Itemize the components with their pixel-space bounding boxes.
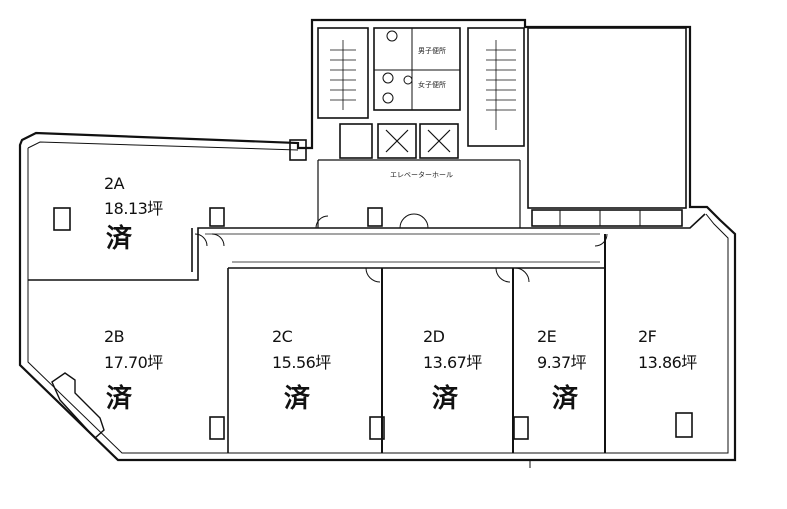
- building-outline: [18, 18, 737, 462]
- equipment-strip-divs: [559, 210, 641, 226]
- elevator-2-cross: [427, 129, 451, 153]
- toilet-block: [373, 27, 461, 111]
- unit-2b-id: 2B: [104, 327, 125, 346]
- unit-2e-status: 済: [552, 384, 578, 414]
- unit-2a-id: 2A: [104, 174, 125, 193]
- corridor-inner: [205, 233, 600, 263]
- unit-2c-id: 2C: [272, 327, 293, 346]
- toilet-divider: [374, 28, 460, 110]
- door-2a: [211, 233, 225, 247]
- door-2b: [194, 233, 208, 247]
- unit-2f-id: 2F: [638, 327, 657, 346]
- hall-door-swing: [399, 213, 429, 229]
- elevator-1-cross: [385, 129, 409, 153]
- toilet-fixture: [382, 92, 394, 104]
- stair-right: [467, 27, 525, 147]
- unit-2c-area: 15.56坪: [272, 353, 331, 372]
- unit-2c-status: 済: [284, 384, 310, 414]
- toilet-fixture: [382, 72, 394, 84]
- door-2f: [594, 233, 608, 247]
- building-inner-outline: [27, 141, 729, 454]
- toilet-fixture: [403, 75, 413, 85]
- pillar: [675, 412, 693, 438]
- shaft: [339, 123, 373, 159]
- toilet-fixture: [386, 30, 398, 42]
- toilet-men-label: 男子便所: [418, 47, 446, 55]
- door-2d: [495, 267, 511, 283]
- pillar: [513, 416, 529, 440]
- pillar: [367, 207, 383, 227]
- corridor-walls: [212, 227, 605, 453]
- pillar: [53, 207, 71, 231]
- elevator-hall-walls: [317, 159, 521, 228]
- hall-door-swing: [315, 215, 329, 229]
- unit-2a-area: 18.13坪: [104, 199, 163, 218]
- room-2a-walls: [28, 227, 212, 281]
- equipment-strip: [531, 209, 683, 227]
- unit-2b-status: 済: [106, 384, 132, 414]
- room-2b-curve: [51, 372, 105, 439]
- unit-2f-area: 13.86坪: [638, 353, 697, 372]
- unit-2d-status: 済: [432, 384, 458, 414]
- pillar: [209, 416, 225, 440]
- door-2e: [514, 267, 530, 283]
- partition-2f-corridor: [605, 213, 706, 229]
- stair-left-treads: [330, 40, 356, 110]
- elevator-2: [419, 123, 459, 159]
- void-area: [527, 27, 687, 209]
- unit-2a-status: 済: [106, 224, 132, 254]
- elevator-hall-label: エレベーターホール: [390, 171, 453, 179]
- stair-left: [317, 27, 369, 119]
- pillar: [369, 416, 385, 440]
- unit-2d-id: 2D: [423, 327, 445, 346]
- door-2c: [365, 267, 381, 283]
- pillar: [209, 207, 225, 227]
- unit-2d-area: 13.67坪: [423, 353, 482, 372]
- elevator-1: [377, 123, 417, 159]
- unit-2e-area: 9.37坪: [537, 353, 587, 372]
- stair-right-treads: [486, 40, 516, 130]
- unit-2b-area: 17.70坪: [104, 353, 163, 372]
- pillar: [289, 139, 307, 161]
- unit-2e-id: 2E: [537, 327, 557, 346]
- toilet-women-label: 女子便所: [418, 81, 446, 89]
